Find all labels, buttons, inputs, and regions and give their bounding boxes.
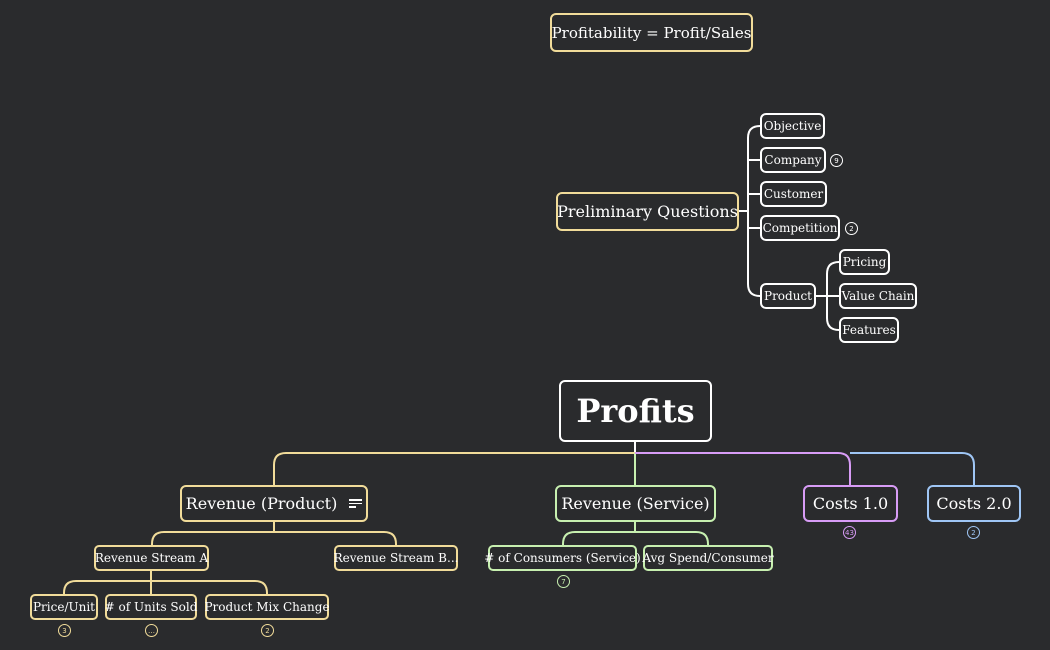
product-node[interactable]: Product	[760, 283, 816, 309]
product-mix-change-node[interactable]: Product Mix Change	[204, 594, 330, 620]
formula-label: Profitability = Profit/Sales	[551, 23, 752, 42]
revenue-stream-a-label: Revenue Stream A	[94, 551, 209, 565]
costs-2-count-badge[interactable]: 2	[967, 526, 980, 539]
customer-label: Customer	[763, 187, 824, 201]
price-unit-node[interactable]: Price/Unit	[30, 594, 98, 620]
objective-node[interactable]: Objective	[760, 113, 825, 139]
root-label: Profits	[576, 392, 695, 430]
preliminary-connectors	[739, 125, 840, 331]
product-mix-change-label: Product Mix Change	[204, 600, 330, 614]
product-label: Product	[764, 289, 812, 303]
costs-1-count-badge[interactable]: 43	[843, 526, 856, 539]
company-count-badge[interactable]: 9	[830, 154, 843, 167]
costs-2-node[interactable]: Costs 2.0	[927, 485, 1021, 522]
consumers-count-badge[interactable]: 7	[557, 575, 570, 588]
competition-count-badge[interactable]: 2	[845, 222, 858, 235]
costs-1-connector	[635, 452, 851, 485]
features-node[interactable]: Features	[839, 317, 899, 343]
objective-label: Objective	[763, 119, 822, 133]
units-sold-node[interactable]: # of Units Sold	[105, 594, 197, 620]
competition-label: Competition	[762, 221, 838, 235]
pricing-label: Pricing	[842, 255, 887, 269]
units-sold-more-badge[interactable]: …	[145, 624, 158, 637]
revenue-product-label: Revenue (Product)	[185, 494, 338, 513]
value-chain-node[interactable]: Value Chain	[839, 283, 917, 309]
costs-2-label: Costs 2.0	[936, 494, 1012, 513]
value-chain-label: Value Chain	[841, 289, 915, 303]
preliminary-questions-label: Preliminary Questions	[557, 202, 738, 221]
root-node[interactable]: Profits	[559, 380, 712, 442]
revenue-service-node[interactable]: Revenue (Service)	[555, 485, 716, 522]
preliminary-questions-node[interactable]: Preliminary Questions	[556, 192, 739, 231]
costs-1-label: Costs 1.0	[812, 494, 889, 513]
revenue-stream-b-label: Revenue Stream B...	[333, 551, 459, 565]
costs-1-node[interactable]: Costs 1.0	[803, 485, 898, 522]
company-node[interactable]: Company	[760, 147, 826, 173]
revenue-product-node[interactable]: Revenue (Product)	[180, 485, 368, 522]
pricing-node[interactable]: Pricing	[839, 249, 890, 275]
avg-spend-label: Avg Spend/Consumer	[642, 551, 774, 565]
consumers-label: # of Consumers (Service)	[484, 551, 641, 565]
costs-2-connector	[850, 452, 975, 485]
revenue-service-label: Revenue (Service)	[561, 494, 710, 513]
company-label: Company	[764, 153, 822, 167]
price-unit-label: Price/Unit	[32, 600, 95, 614]
revenue-stream-b-node[interactable]: Revenue Stream B...	[334, 545, 458, 571]
revenue-stream-a-node[interactable]: Revenue Stream A	[94, 545, 209, 571]
avg-spend-node[interactable]: Avg Spend/Consumer	[642, 545, 774, 571]
revenue-service-connectors	[562, 453, 709, 545]
units-sold-label: # of Units Sold	[104, 600, 198, 614]
competition-node[interactable]: Competition	[760, 215, 840, 241]
revenue-product-connectors	[63, 452, 635, 594]
features-label: Features	[842, 323, 896, 337]
price-unit-count-badge[interactable]: 3	[58, 624, 71, 637]
consumers-node[interactable]: # of Consumers (Service)	[484, 545, 641, 571]
product-mix-change-count-badge[interactable]: 2	[261, 624, 274, 637]
formula-node[interactable]: Profitability = Profit/Sales	[550, 13, 753, 52]
customer-node[interactable]: Customer	[760, 181, 827, 207]
notes-icon[interactable]	[349, 497, 363, 510]
